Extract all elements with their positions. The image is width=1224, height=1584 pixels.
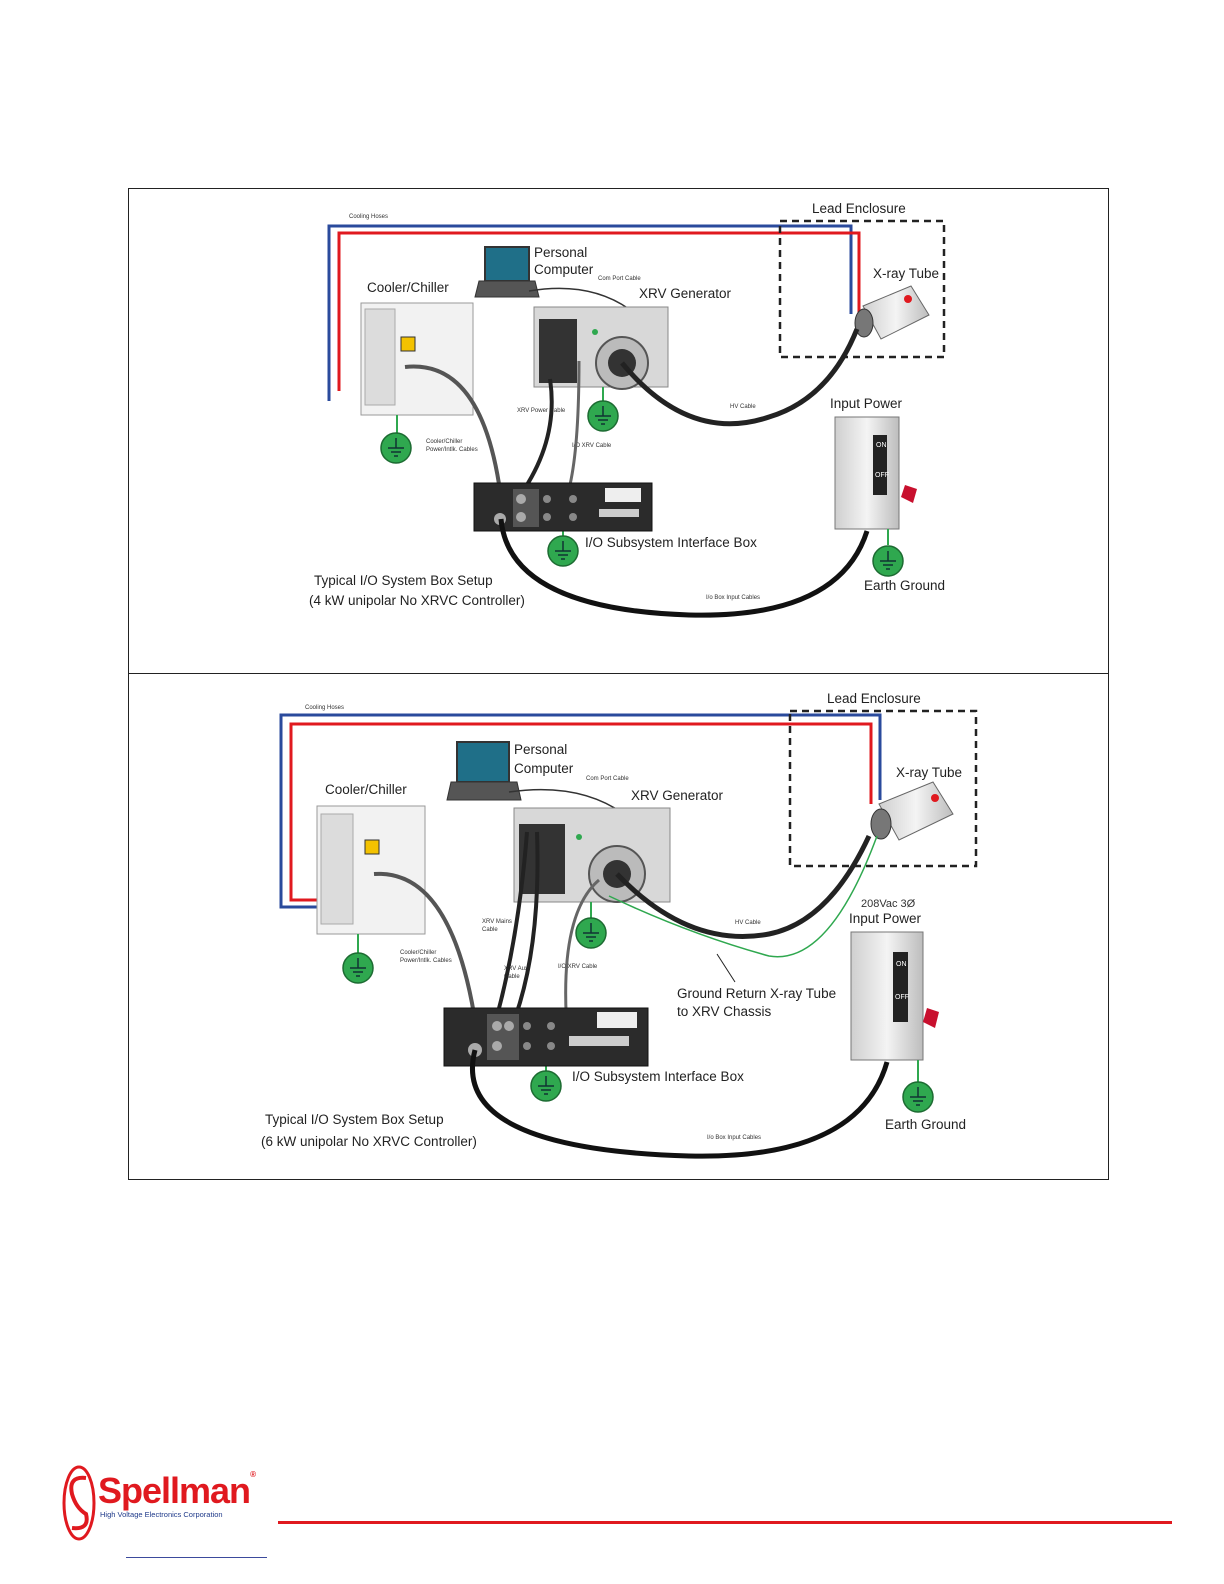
switch-off-text: OFF: [875, 472, 889, 479]
diagram-6kw-panel: Cooling Hoses Lead Enclosure Personal Co…: [128, 673, 1109, 1180]
personal-computer-label-2: Computer: [534, 262, 594, 277]
ground-return-label-1: Ground Return X-ray Tube: [677, 986, 836, 1001]
xray-tube-label: X-ray Tube: [896, 765, 962, 780]
xray-tube-label: X-ray Tube: [873, 266, 939, 281]
xrv-aux-cable-label-1: XRV Aux: [504, 966, 528, 972]
com-port-cable-label: Com Port Cable: [598, 276, 641, 282]
ground-icon: [342, 952, 374, 984]
ground-icon: [530, 1070, 562, 1102]
io-input-cable: [498, 518, 870, 618]
com-port-cable-label: Com Port Cable: [586, 776, 629, 782]
com-port-cable: [528, 287, 630, 310]
cooler-cables-label-1: Cooler/Chiller: [426, 439, 462, 445]
xrv-mains-cable-label-2: Cable: [482, 927, 498, 933]
ground-icon: [872, 545, 904, 577]
ground-return-wire: [608, 835, 878, 958]
cooler-cables-label-2: Power/Intlk. Cables: [426, 447, 478, 453]
io-input-cables-label: I/o Box Input Cables: [706, 595, 760, 601]
io-xrv-cable-label: I/O XRV Cable: [572, 443, 612, 449]
brand-tagline: High Voltage Electronics Corporation: [100, 1510, 223, 1519]
io-input-cables-label: I/o Box Input Cables: [707, 1135, 761, 1141]
lead-enclosure-label: Lead Enclosure: [812, 201, 906, 216]
hv-cable-label: HV Cable: [735, 920, 761, 926]
ground-return-label-2: to XRV Chassis: [677, 1004, 772, 1019]
personal-computer-label-2: Computer: [514, 761, 574, 776]
io-box-label: I/O Subsystem Interface Box: [572, 1069, 744, 1084]
setup-title-1: Typical I/O System Box Setup: [265, 1112, 444, 1127]
cooler-power-cable: [404, 364, 501, 485]
io-subsystem-box: [443, 1007, 649, 1067]
diagram-6kw: Cooling Hoses Lead Enclosure Personal Co…: [261, 691, 978, 1159]
xrv-mains-cable-label-1: XRV Mains: [482, 919, 512, 925]
xrv-power-cable-label: XRV Power Cable: [517, 408, 566, 414]
hv-cable: [620, 328, 860, 427]
laptop-icon: [446, 741, 522, 801]
personal-computer-label-1: Personal: [534, 245, 587, 260]
spellman-logo: Spellman® High Voltage Electronics Corpo…: [62, 1464, 268, 1542]
lead-enclosure-label: Lead Enclosure: [827, 691, 921, 706]
earth-ground-label: Earth Ground: [864, 578, 945, 593]
setup-title-1: Typical I/O System Box Setup: [314, 573, 493, 588]
ground-icon: [575, 917, 607, 949]
footer-divider: [278, 1521, 1172, 1524]
xrv-aux-cable-label-2: Cable: [504, 974, 520, 980]
cooler-chiller-label: Cooler/Chiller: [367, 280, 449, 295]
xrv-generator-label: XRV Generator: [631, 788, 724, 803]
cooling-hoses-label: Cooling Hoses: [349, 214, 388, 220]
xrv-generator-unit: [533, 306, 669, 390]
diagram-4kw: Cooling Hoses Lead Enclosure Personal Co…: [309, 201, 946, 618]
footer-link-underline: [126, 1557, 267, 1558]
switch-off-text: OFF: [895, 994, 909, 1001]
switch-on-text: ON: [876, 442, 887, 449]
input-power-label: Input Power: [849, 911, 922, 926]
io-xrv-cable: [567, 360, 581, 490]
ground-icon: [380, 432, 412, 464]
cooler-cables-label-2: Power/Intlk. Cables: [400, 958, 452, 964]
ground-return-pointer: [716, 953, 736, 983]
lead-enclosure: [788, 709, 978, 868]
cooler-power-cable: [373, 871, 476, 1015]
ground-icon: [547, 535, 579, 567]
diagram-4kw-panel: Cooling Hoses Lead Enclosure Personal Co…: [128, 188, 1109, 674]
hv-cable: [615, 834, 872, 939]
personal-computer-label-1: Personal: [514, 742, 567, 757]
cooling-hose-blue: [327, 224, 853, 401]
xrv-generator-label: XRV Generator: [639, 286, 732, 301]
cooling-hose-red: [337, 231, 861, 391]
ground-icon: [587, 400, 619, 432]
io-xrv-cable-label: I/O XRV Cable: [558, 964, 598, 970]
xray-tube: [854, 285, 930, 340]
io-xrv-cable: [564, 878, 600, 1030]
switch-on-text: ON: [896, 961, 907, 968]
xrv-power-cable: [519, 378, 554, 496]
input-voltage-label: 208Vac 3Ø: [861, 898, 916, 910]
xrv-mains-cable: [495, 831, 529, 1017]
spellman-emblem-icon: [62, 1465, 96, 1541]
cooler-chiller-unit: [316, 805, 426, 935]
cooling-hose-red: [289, 722, 873, 902]
xrv-aux-cable: [513, 831, 540, 1019]
cooler-chiller-unit: [360, 302, 474, 416]
com-port-cable: [508, 788, 625, 815]
cooler-cables-label-1: Cooler/Chiller: [400, 950, 436, 956]
io-input-cable: [470, 1049, 890, 1159]
lead-enclosure: [778, 219, 946, 359]
cooler-chiller-label: Cooler/Chiller: [325, 782, 407, 797]
io-box-label: I/O Subsystem Interface Box: [585, 535, 757, 550]
input-power-switch: ON OFF: [834, 416, 917, 530]
ground-icon: [902, 1081, 934, 1113]
cooling-hoses-label: Cooling Hoses: [305, 705, 344, 711]
cooling-hose-blue: [279, 713, 882, 909]
setup-title-2: (6 kW unipolar No XRVC Controller): [261, 1134, 477, 1149]
hv-cable-label: HV Cable: [730, 404, 756, 410]
xray-tube: [870, 781, 954, 841]
earth-ground-label: Earth Ground: [885, 1117, 966, 1132]
laptop-icon: [474, 246, 540, 298]
input-power-label: Input Power: [830, 396, 903, 411]
setup-title-2: (4 kW unipolar No XRVC Controller): [309, 593, 525, 608]
brand-name: Spellman®: [98, 1470, 256, 1511]
input-power-switch: ON OFF: [850, 931, 939, 1061]
